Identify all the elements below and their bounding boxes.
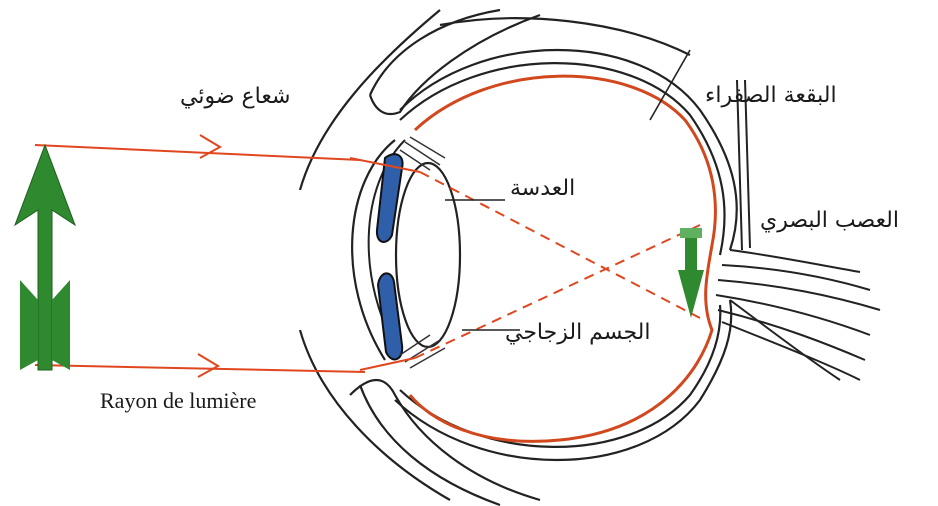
vitreous-body-label: الجسم الزجاجي: [505, 320, 650, 345]
ciliary-fibres: [400, 137, 445, 368]
light-ray-label-ar: شعاع ضوئي: [180, 84, 290, 109]
object-arrow: [15, 145, 75, 370]
light-ray-label-fr: Rayon de lumière: [100, 388, 256, 414]
lens-label: العدسة: [510, 176, 575, 201]
image-arrow: [678, 228, 704, 318]
yellow-spot-label: البقعة الصفراء: [705, 83, 837, 108]
retina: [410, 76, 715, 441]
lens: [396, 163, 460, 347]
optic-nerve-label: العصب البصري: [760, 208, 899, 233]
